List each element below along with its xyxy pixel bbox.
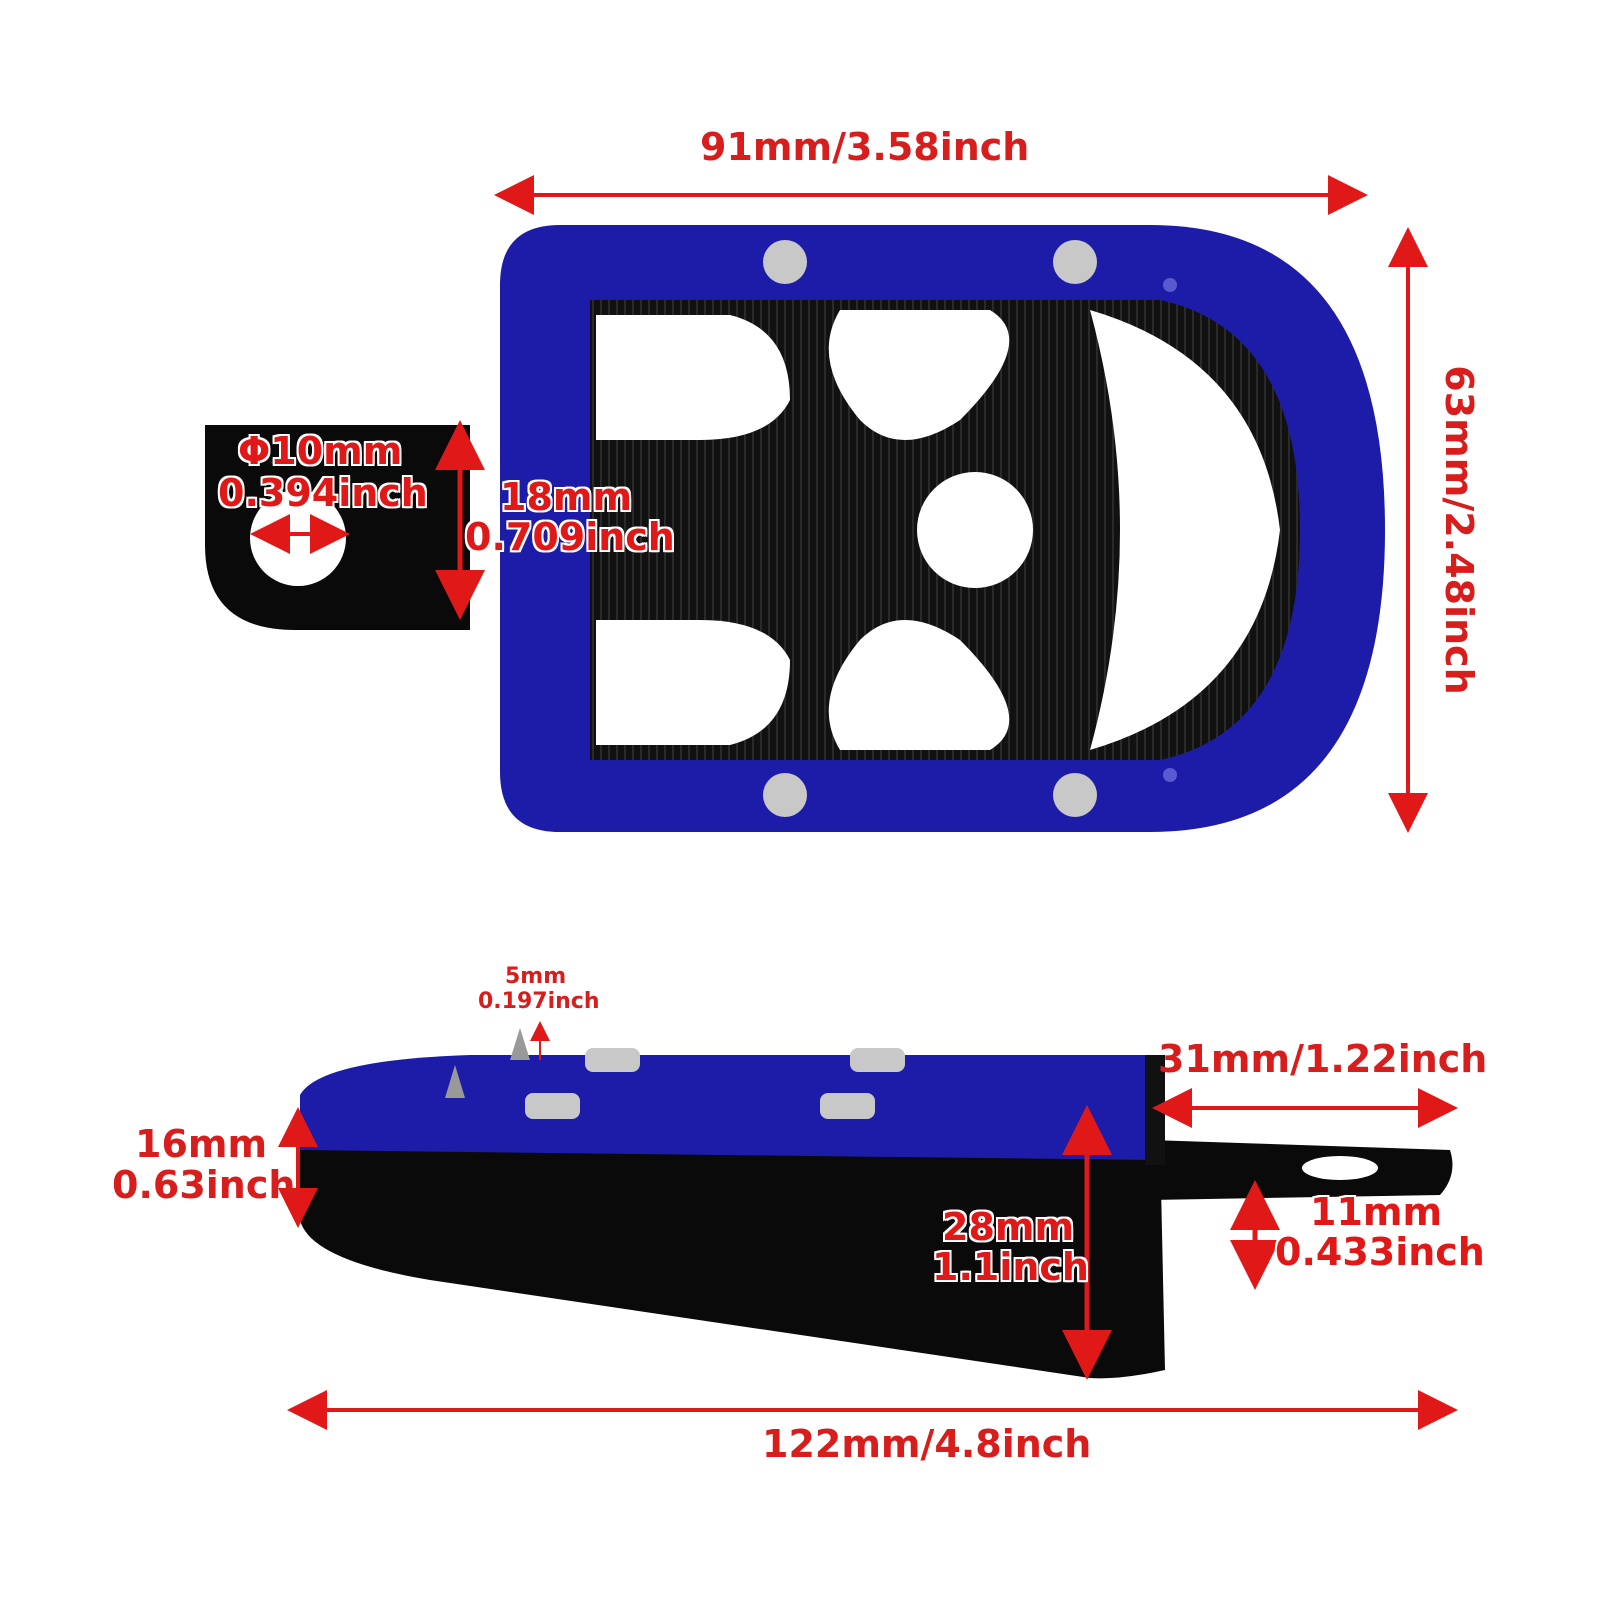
front-height-label-in: 0.63inch: [112, 1163, 296, 1207]
pin: [510, 1028, 530, 1060]
front-height-label-mm: 16mm: [135, 1122, 268, 1166]
body-height-label-in: 1.1inch: [932, 1245, 1089, 1289]
mount-width-label-in: 0.709inch: [465, 515, 675, 559]
pin-height-label-mm: 5mm: [505, 964, 567, 989]
mount-width-label-mm: 18mm: [500, 475, 633, 519]
mount-height-label-mm: 11mm: [1310, 1190, 1443, 1234]
height-label: 63mm/2.48inch: [1436, 365, 1481, 695]
pin: [445, 1065, 465, 1098]
total-length-label: 122mm/4.8inch: [762, 1422, 1092, 1466]
hole-diameter-label-in: 0.394inch: [218, 471, 428, 515]
bolt: [1053, 773, 1097, 817]
bolt: [763, 240, 807, 284]
width-label: 91mm/3.58inch: [700, 125, 1030, 169]
hole-diameter-label-mm: Φ10mm: [238, 429, 403, 473]
side-view-peg: [300, 1028, 1453, 1379]
mount-height-label-in: 0.433inch: [1275, 1230, 1485, 1274]
side-mount-tab: [1150, 1140, 1453, 1200]
top-view-peg: [205, 225, 1385, 832]
pin-height-label-in: 0.197inch: [478, 989, 600, 1014]
bolt: [1053, 240, 1097, 284]
body-height-label-mm: 28mm: [942, 1205, 1075, 1249]
mount-length-label: 31mm/1.22inch: [1158, 1037, 1488, 1081]
bolt: [763, 773, 807, 817]
